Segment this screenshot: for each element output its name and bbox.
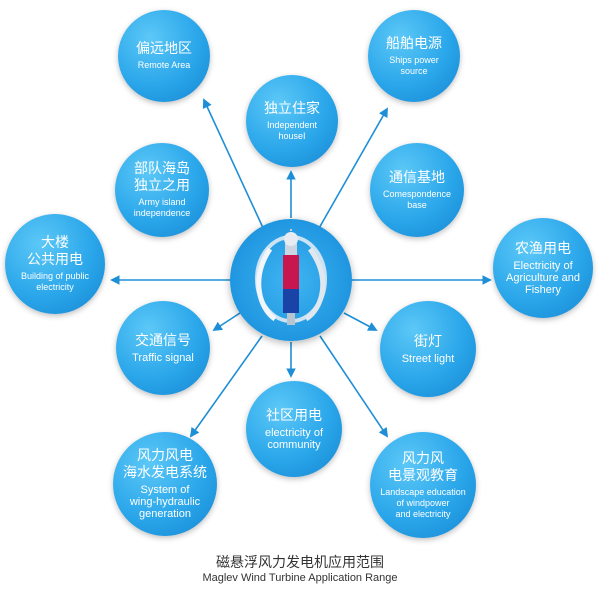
- arrow-landscape-education: [319, 335, 389, 438]
- node-public-building: 大楼 公共用电 Building of public electricity: [5, 214, 105, 314]
- arrow-traffic-signal: [212, 312, 241, 332]
- node-community-en: electricity of community: [264, 426, 324, 451]
- node-ships-power-zh: 船舶电源: [386, 35, 442, 52]
- node-street-light-zh: 街灯: [414, 333, 442, 350]
- node-independent-house: 独立住家 Independent houseI: [246, 75, 338, 167]
- caption-english: Maglev Wind Turbine Application Range: [202, 572, 398, 584]
- caption-chinese: 磁悬浮风力发电机应用范围: [216, 555, 384, 571]
- node-correspondence-base-zh: 通信基地: [389, 169, 445, 186]
- node-traffic-signal-zh: 交通信号: [135, 332, 191, 349]
- node-army-island: 部队海岛 独立之用 Army island independence: [115, 143, 209, 237]
- node-wind-hydraulic-zh: 风力风电 海水发电系统: [123, 448, 207, 481]
- node-wind-hydraulic-en: System of wing-hydraulic generation: [129, 484, 201, 520]
- node-correspondence-base-en: Comespondence base: [382, 188, 452, 210]
- node-army-island-zh: 部队海岛 独立之用: [134, 161, 190, 194]
- node-correspondence-base: 通信基地 Comespondence base: [370, 143, 464, 237]
- arrow-wind-hydraulic: [189, 335, 263, 438]
- node-ships-power: 船舶电源 Ships power source: [368, 10, 460, 102]
- node-traffic-signal-en: Traffic signal: [132, 351, 194, 364]
- arrow-remote-area: [202, 98, 265, 231]
- node-agriculture-fishery: 农渔用电 Electricity of Agriculture and Fish…: [493, 218, 593, 318]
- node-community: 社区用电 electricity of community: [246, 381, 342, 477]
- node-public-building-zh: 大楼 公共用电: [27, 235, 83, 268]
- node-landscape-education-en: Landscape education of windpower and ele…: [380, 486, 466, 519]
- node-remote-area-zh: 偏远地区: [136, 41, 192, 57]
- node-independent-house-en: Independent houseI: [266, 119, 318, 141]
- node-remote-area: 偏远地区 Remote Area: [118, 10, 210, 102]
- arrow-street-light: [343, 312, 378, 331]
- node-wind-hydraulic: 风力风电 海水发电系统 System of wing-hydraulic gen…: [113, 432, 217, 536]
- node-street-light-en: Street light: [401, 352, 455, 365]
- arrow-ships-power: [317, 107, 388, 231]
- node-remote-area-en: Remote Area: [137, 60, 191, 70]
- node-agriculture-fishery-en: Electricity of Agriculture and Fishery: [506, 259, 580, 296]
- node-landscape-education-zh: 风力风 电景观教育: [388, 450, 458, 484]
- node-landscape-education: 风力风 电景观教育 Landscape education of windpow…: [370, 432, 476, 538]
- node-ships-power-en: Ships power source: [389, 54, 439, 76]
- node-community-zh: 社区用电: [266, 407, 322, 424]
- wind-turbine-icon: [255, 229, 327, 325]
- node-army-island-en: Army island independence: [133, 197, 191, 218]
- node-traffic-signal: 交通信号 Traffic signal: [116, 301, 210, 395]
- node-public-building-en: Building of public electricity: [20, 271, 90, 292]
- node-independent-house-zh: 独立住家: [264, 100, 320, 117]
- node-agriculture-fishery-zh: 农渔用电: [515, 240, 571, 257]
- maglev-turbine-hub: [230, 219, 352, 341]
- node-street-light: 街灯 Street light: [380, 301, 476, 397]
